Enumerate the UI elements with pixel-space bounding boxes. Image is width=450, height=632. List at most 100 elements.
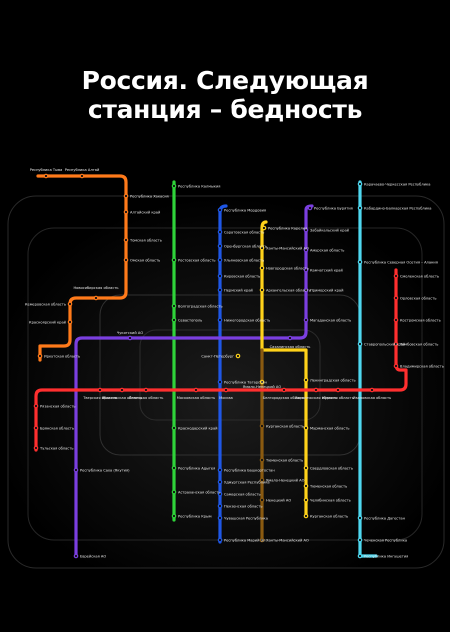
station-label-kostroma: Костромская область xyxy=(400,318,441,322)
station-dot-amur xyxy=(303,247,309,253)
station-label-kamchatka: Камчатский край xyxy=(310,268,343,272)
station-label-altai_krai: Алтайский край xyxy=(130,210,161,214)
station-dot-zabaikal xyxy=(303,227,309,233)
station-dot-tula xyxy=(33,445,39,451)
station-label-jewish: Еврейская АО xyxy=(80,554,106,558)
station-label-volgograd: Волгоградская область xyxy=(178,304,223,308)
station-dot-saratov xyxy=(217,229,223,235)
station-dot-kursk xyxy=(335,387,341,393)
station-dot-novosibirsk xyxy=(93,295,99,301)
station-dot-jewish xyxy=(73,553,79,559)
station-label-mari_el: Республика Марий Эл xyxy=(224,538,265,542)
station-label-ulyanovsk: Ульяновская область xyxy=(224,258,264,262)
background-frames xyxy=(7,195,445,569)
station-dot-novgorod xyxy=(259,265,265,271)
station-dot-sevastopol xyxy=(171,317,177,323)
station-dot-chelyabinsk xyxy=(303,497,309,503)
station-dot-bryansk xyxy=(33,425,39,431)
station-dot-kabardino xyxy=(357,205,363,211)
station-dot-mari_el xyxy=(217,537,223,543)
station-dot-chuvashia xyxy=(217,515,223,521)
station-label-orenburg: Оренбургская область xyxy=(224,244,267,248)
station-label-kurgan_b: Курганская область xyxy=(266,424,304,428)
station-dot-voronezh xyxy=(313,387,319,393)
station-dot-volgograd xyxy=(171,303,177,309)
station-dot-tyumen xyxy=(303,483,309,489)
station-label-amur: Амурская область xyxy=(310,248,344,252)
station-dot-irkutsk xyxy=(37,353,43,359)
station-label-chukotka: Чукотский АО xyxy=(117,331,143,335)
station-dot-yaroslavl xyxy=(119,387,125,393)
station-label-vladimir: Владимирская область xyxy=(400,364,444,368)
station-dot-nenets xyxy=(259,497,265,503)
station-label-ingushetia: Республика Ингушетия xyxy=(364,554,408,558)
station-label-belgorod: Белгородская область xyxy=(263,396,306,400)
title-line-2: станция – бедность xyxy=(87,95,363,124)
station-dot-khakasia xyxy=(123,193,129,199)
station-dot-astrakhan xyxy=(171,489,177,495)
station-label-chelyabinsk: Челябинская область xyxy=(310,498,351,502)
station-dot-moscow xyxy=(223,387,229,393)
station-dot-karachaevo xyxy=(357,181,363,187)
station-label-ivanovo: Ивановская область xyxy=(353,396,391,400)
station-dot-orenburg xyxy=(217,243,223,249)
station-dot-tyva xyxy=(43,173,49,179)
station-dot-stavropol xyxy=(357,341,363,347)
station-dot-buryatia xyxy=(307,205,313,211)
station-dot-khanty_b xyxy=(259,537,265,543)
station-label-bryansk: Брянская область xyxy=(40,426,74,430)
station-dot-leningrad xyxy=(303,377,309,383)
stations-layer xyxy=(33,173,399,559)
station-label-penza: Пензенская область xyxy=(224,504,263,508)
station-dot-kostroma xyxy=(393,317,399,323)
station-dot-magadan xyxy=(303,317,309,323)
line-violet xyxy=(74,204,314,558)
station-dot-rostov xyxy=(171,257,177,263)
station-label-nenets: Ненецкий АО xyxy=(266,498,291,502)
station-dot-adygea xyxy=(171,465,177,471)
station-dot-kirov xyxy=(217,273,223,279)
station-label-dagestan: Республика Дагестан xyxy=(364,516,406,520)
station-dot-sverdlovsk xyxy=(303,465,309,471)
station-dot-crimea xyxy=(171,513,177,519)
station-label-chechnya: Чеченская Республика xyxy=(364,538,407,542)
station-dot-primorsky xyxy=(303,287,309,293)
station-dot-kurgan_b xyxy=(259,423,265,429)
station-label-oryol: Орловская область xyxy=(400,296,436,300)
station-label-voronezh: Воронежская область xyxy=(295,396,337,400)
station-dot-penza xyxy=(217,503,223,509)
station-label-yakutia: Республика Саха (Якутия) xyxy=(80,468,130,472)
middle-frame xyxy=(27,227,423,541)
station-label-novgorod: Новгородская область xyxy=(266,266,309,270)
station-label-kursk: Курская область xyxy=(322,396,354,400)
station-label-saratov: Саратовская область xyxy=(224,230,264,234)
station-label-tatarstan: Республика Татарстан xyxy=(224,380,267,384)
station-dot-dagestan xyxy=(357,515,363,521)
station-label-kirov: Кировская область xyxy=(224,274,260,278)
station-label-murmansk: Мурманская область xyxy=(310,426,350,430)
station-label-tomsk: Томская область xyxy=(129,238,162,242)
station-label-sevastopol: Севастополь xyxy=(178,318,202,322)
station-label-lipetsk: Липецкая область xyxy=(129,396,164,400)
station-label-kurgan: Курганская область xyxy=(310,514,348,518)
station-label-moscow_obl: Московская область xyxy=(177,396,216,400)
station-label-yamal_b: Ямало-Ненецкий АО xyxy=(266,478,305,482)
station-label-sakhalin: Сахалинская область xyxy=(270,345,311,349)
line-orange xyxy=(36,174,128,362)
station-dot-ivanovo xyxy=(369,387,375,393)
poster-title: Россия. Следующая станция – бедность xyxy=(0,66,450,124)
station-label-mordovia: Республика Мордовия xyxy=(224,208,266,212)
station-label-smolensk: Смоленская область xyxy=(400,274,439,278)
station-dot-tomsk xyxy=(123,237,129,243)
station-dot-belgorod xyxy=(281,387,287,393)
station-label-ryazan: Рязанская область xyxy=(40,404,76,408)
station-dot-tambov xyxy=(393,341,399,347)
station-label-magadan: Магаданская область xyxy=(310,318,351,322)
station-dot-lipetsk xyxy=(143,387,149,393)
station-dot-nizhny xyxy=(217,317,223,323)
line-yellow xyxy=(260,220,308,518)
station-label-chuvashia: Чувашская Республика xyxy=(224,516,268,520)
station-label-udmurtia: Удмуртская Республика xyxy=(224,480,270,484)
station-label-krasnoyarsk: Красноярский край xyxy=(29,320,67,324)
